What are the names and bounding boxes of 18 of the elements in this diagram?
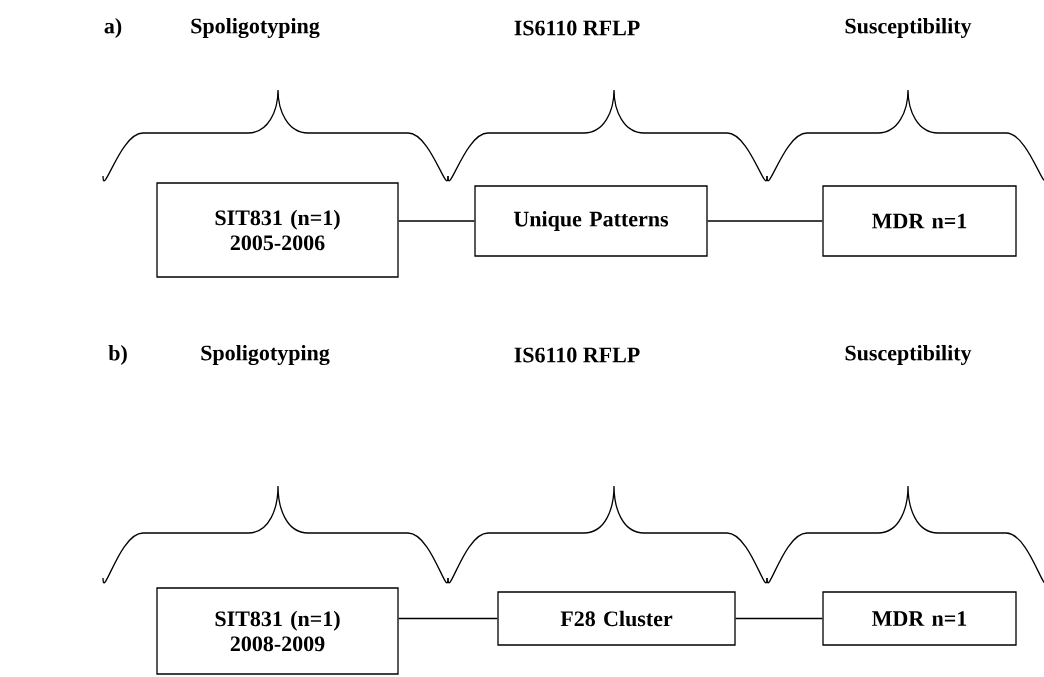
heading-label: Susceptibility <box>845 18 972 38</box>
heading-label: a) <box>104 18 122 38</box>
text-box: SIT831 (n=1) 2008-2009 <box>156 587 399 675</box>
connector-line <box>398 617 498 620</box>
heading-label: Spoligotyping <box>191 17 320 39</box>
text-box: MDR n=1 <box>822 185 1017 257</box>
text-box: F28 Cluster <box>497 591 736 646</box>
connector-line <box>707 220 823 222</box>
connector-line <box>398 220 475 222</box>
text-box: Unique Patterns <box>474 185 708 257</box>
heading-label: b) <box>108 345 127 365</box>
heading-label: IS6110 RFLP <box>514 347 640 363</box>
text-box: SIT831 (n=1) 2005-2006 <box>156 182 399 278</box>
heading-label: Spoligotyping <box>201 344 330 366</box>
heading-label: IS6110 RFLP <box>514 20 640 36</box>
heading-label: Susceptibility <box>845 345 972 365</box>
connector-line <box>735 617 823 620</box>
text-box: MDR n=1 <box>822 591 1017 646</box>
